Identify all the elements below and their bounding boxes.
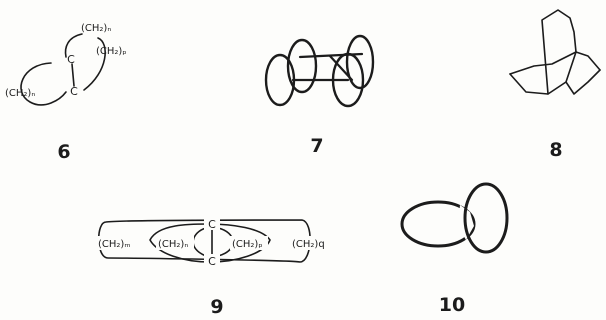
structure-6-atom-top: C bbox=[67, 53, 75, 66]
structure-9: C C (CH₂)ₘ (CH₂)ₙ (CH₂)ₚ (CH₂)q 9 bbox=[96, 217, 328, 318]
structure-6-bridge-right bbox=[83, 37, 106, 91]
structure-6-bridge-top bbox=[64, 33, 83, 58]
structure-6-chain-top: (CH₂)ₙ bbox=[81, 23, 111, 34]
structure-9-chain-2-mask bbox=[156, 236, 194, 250]
structure-8-lower-ring bbox=[509, 69, 601, 95]
structure-8-number: 8 bbox=[549, 139, 562, 161]
structure-8-upper-ring bbox=[541, 9, 577, 95]
structure-7-number: 7 bbox=[310, 135, 323, 157]
structure-9-atom-bottom-mask bbox=[204, 254, 220, 267]
structure-8-cross-bridge bbox=[509, 51, 601, 75]
structure-9-chain-2: (CH₂)ₙ bbox=[158, 239, 188, 250]
structure-6: C C (CH₂)ₙ (CH₂)ₚ (CH₂)ₙ 6 bbox=[5, 23, 127, 163]
structure-9-atom-bottom: C bbox=[208, 255, 216, 268]
structure-9-chain-1: (CH₂)ₘ bbox=[98, 239, 131, 250]
structure-6-chain-right: (CH₂)ₚ bbox=[96, 46, 127, 57]
structure-9-chain-1-mask bbox=[96, 236, 138, 250]
structure-9-atom-top-mask bbox=[204, 217, 220, 230]
structure-9-chain-4-mask bbox=[290, 236, 328, 250]
structure-6-number: 6 bbox=[57, 141, 70, 163]
structure-9-chain-4: (CH₂)q bbox=[292, 239, 325, 250]
structure-8-inner-bond bbox=[565, 51, 577, 83]
structure-9-chain-3-mask bbox=[230, 236, 268, 250]
structure-9-atom-top: C bbox=[208, 218, 216, 231]
structure-8: 8 bbox=[509, 9, 601, 161]
structure-7-ring-2 bbox=[286, 38, 318, 94]
structure-9-inner-loop bbox=[149, 223, 271, 263]
structure-6-bond-cc bbox=[71, 63, 75, 87]
structure-7: 7 bbox=[264, 34, 375, 157]
structure-7-rung-diagonal bbox=[328, 54, 354, 82]
structure-6-bridge-left bbox=[20, 62, 67, 106]
structure-9-left-arc bbox=[192, 227, 207, 257]
structure-10: 10 bbox=[400, 182, 509, 316]
structure-7-ring-4 bbox=[345, 34, 375, 90]
structure-6-atom-bottom: C bbox=[70, 85, 78, 98]
structure-9-number: 9 bbox=[210, 296, 223, 318]
structure-10-ring-right bbox=[463, 182, 509, 254]
structure-10-ring-left bbox=[400, 200, 476, 248]
structure-9-chain-3: (CH₂)ₚ bbox=[232, 239, 263, 250]
structure-10-number: 10 bbox=[439, 294, 465, 316]
structure-6-chain-left: (CH₂)ₙ bbox=[5, 88, 35, 99]
